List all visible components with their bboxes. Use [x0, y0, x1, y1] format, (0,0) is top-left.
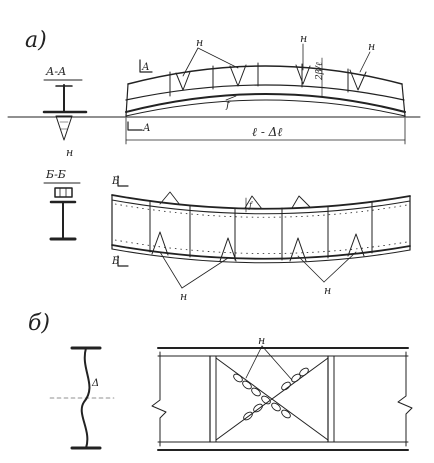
buckled-web-section: Δ [49, 346, 115, 450]
weld-triangle-1 [175, 71, 191, 91]
section-a-a: А-А н [42, 65, 88, 159]
part-a-label: а) [25, 28, 47, 53]
span-dimension: А ℓ - Δℓ [125, 117, 406, 145]
section-b-b-label: Б-Б [45, 168, 66, 181]
beam-bottom-flange [125, 93, 406, 113]
dim-span-label: ℓ - Δℓ [252, 125, 282, 139]
weld-triangle-8 [347, 233, 365, 257]
cut-b-bottom: Б [111, 256, 120, 267]
weld-triangle-4 [349, 69, 367, 91]
weld-label-c: н [258, 334, 265, 347]
weld-triangle-3 [295, 64, 311, 85]
weld-label-a1: н [196, 36, 203, 49]
cut-b-top: Б [111, 176, 120, 187]
weld-label-b2: н [324, 284, 331, 297]
dim-f-label: f [225, 100, 232, 111]
cut-a-bottom: А [142, 123, 151, 134]
weld-triangle-6 [219, 237, 237, 262]
section-b-b: Б-Б [43, 168, 81, 241]
dim-v-label: 2β/ℓ [315, 62, 325, 81]
curved-beam-b: Б Б f н н [111, 175, 411, 303]
dim-small-label: f [248, 201, 254, 210]
weld-label-a2: н [300, 32, 307, 45]
curved-beam-a: н н н 2β/ℓ А f [125, 32, 406, 117]
beam-web-line [125, 84, 405, 101]
weld-label-b1: н [180, 290, 187, 303]
beam-elevation: н [151, 334, 413, 451]
beam-top-flange [127, 65, 403, 85]
weld-triangle-7 [289, 237, 307, 262]
dim-delta-label: Δ [91, 378, 99, 389]
section-a-a-label: А-А [45, 65, 66, 78]
weld-triangle-2 [229, 64, 247, 87]
weld-label-aa: н [66, 146, 73, 159]
weld-label-a3: н [368, 40, 375, 53]
cut-a-top: А [141, 62, 150, 73]
buckle-wave-pattern [233, 367, 309, 421]
part-b-label: б) [28, 311, 50, 336]
